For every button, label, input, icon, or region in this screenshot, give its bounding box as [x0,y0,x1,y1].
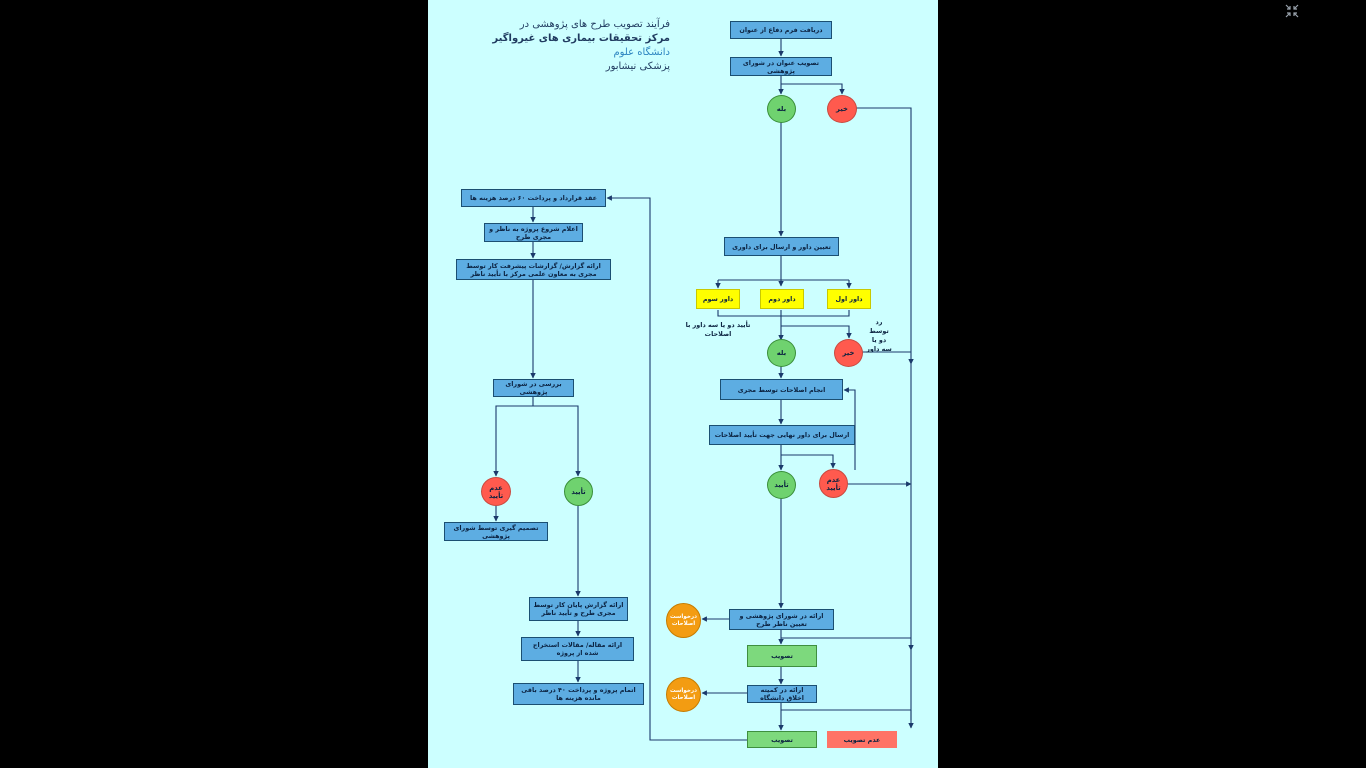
announce-start-step: اعلام شروع پروژه به ناظر و مجری طرح [484,223,583,242]
not-ratified-step: عدم تصویب [827,731,897,748]
exit-fullscreen-icon[interactable] [1284,3,1300,19]
not-approve-decision: عدم تأیید [819,469,848,498]
present-council-step: ارائه در شورای پژوهشی و تعیین ناظر طرح [729,609,834,630]
council-decision-step: تصمیم گیری توسط شورای پژوهشی [444,522,548,541]
diagram-title: فرآیند تصویب طرح های پژوهشی در مرکز تحقی… [460,18,670,74]
reject-two-of-three-label: رد توسط دو یا سه داور [866,318,892,353]
send-final-reviewer-step: ارسال برای داور نهایی جهت تأیید اصلاحات [709,425,855,445]
receive-form-step: دریافت فرم دفاع از عنوان [730,21,832,39]
request-corrections-2: درخواست اصلاحات [666,677,701,712]
no-decision-1: خیر [827,95,857,123]
assign-reviewer-step: تعیین داور و ارسال برای داوری [724,237,839,256]
approve-two-of-three-label: تأیید دو یا سه داور با اصلاحات [685,321,751,338]
ratify-step-1: تصویب [747,645,817,667]
no-decision-2: خیر [834,339,863,367]
title-line-2-bold: مرکز تحقیقات بیماری های غیرواگیر [492,33,670,44]
yes-decision-2: بله [767,339,796,367]
title-line-2: مرکز تحقیقات بیماری های غیرواگیر دانشگاه… [460,32,670,60]
reviewer-1: داور اول [827,289,871,309]
reviewer-2: داور دوم [760,289,804,309]
complete-project-step: اتمام پروژه و پرداخت ۴۰ درصد باقی مانده … [513,683,644,705]
reviewer-3: داور سوم [696,289,740,309]
request-corrections-1: درخواست اصلاحات [666,603,701,638]
ratify-step-2: تصویب [747,731,817,748]
contract-step: عقد قرارداد و پرداخت ۶۰ درصد هزینه ها [461,189,606,207]
articles-step: ارائه مقاله/ مقالات استخراج شده از پروژه [521,637,634,661]
title-line-3: پزشکی نیشابور [605,61,670,72]
yes-decision-1: بله [767,95,796,123]
council-review-step: بررسی در شورای پژوهشی [493,379,574,397]
title-line-1: فرآیند تصویب طرح های پژوهشی در [519,19,670,30]
corrections-step: انجام اصلاحات توسط مجری [720,379,843,400]
left-not-approve-decision: عدم تأیید [481,477,511,506]
progress-reports-step: ارائه گزارش/ گزارشات پیشرفت کار توسط مجر… [456,259,611,280]
left-approve-decision: تأیید [564,477,593,506]
final-report-step: ارائه گزارش پایان کار توسط مجری طرح و تأ… [529,597,628,621]
ethics-committee-step: ارائه در کمیته اخلاق دانشگاه [747,685,817,703]
title-line-2-rest: دانشگاه علوم [613,47,670,58]
approve-title-step: تصویب عنوان در شورای پژوهشی [730,57,832,76]
approve-decision: تأیید [767,471,796,499]
